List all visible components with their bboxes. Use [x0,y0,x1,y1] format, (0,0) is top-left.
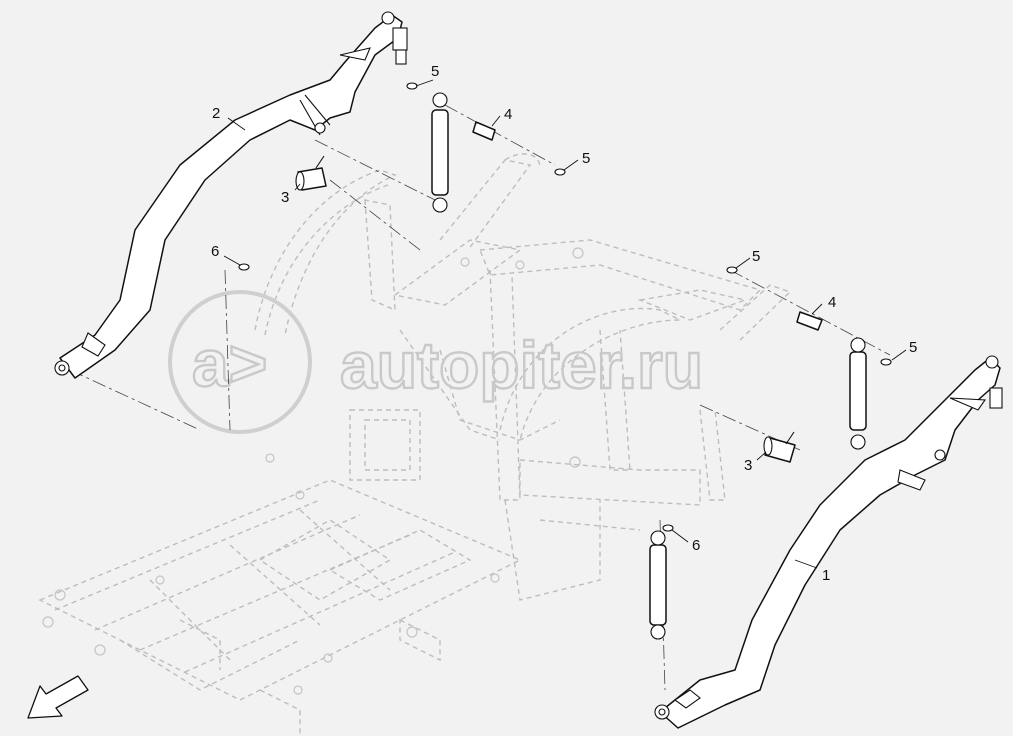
ring-part-6-a [238,263,250,271]
ring-part-5-a [406,82,418,90]
right-frame-arm-part-1 [654,355,1003,729]
machine-frame-phantom [38,153,792,735]
callout-6-b: 6 [692,537,700,554]
ring-part-5-b [554,168,566,176]
callout-leaders [223,79,907,569]
pin-part-4-upper [472,121,496,141]
direction-arrow-icon [27,675,89,719]
callout-1: 1 [822,567,830,584]
pin-part-4-lower [796,311,823,331]
callout-4-lower: 4 [828,294,836,311]
pin-part-3-upper [295,155,327,191]
callout-labels: 2 1 3 3 4 4 5 5 5 5 6 6 [211,63,917,584]
callout-6-a: 6 [211,243,219,260]
autopiter-logo-icon: a> [168,290,312,434]
callout-5-c: 5 [752,248,760,265]
hydraulic-cylinder-right [849,337,867,450]
watermark-logo-text: a> [192,326,267,400]
pin-part-3-lower [763,431,796,463]
callout-5-b: 5 [582,150,590,167]
callout-3-upper: 3 [281,189,289,206]
autopiter-watermark: a> autopiter.ru [168,290,704,434]
hydraulic-cylinder-left [431,92,449,213]
ring-part-6-b [662,524,674,532]
hydraulic-cylinder-lower [649,530,667,640]
callout-4-upper: 4 [504,106,512,123]
callout-5-d: 5 [909,339,917,356]
callout-3-lower: 3 [744,457,752,474]
callout-5-a: 5 [431,63,439,80]
left-frame-arm-part-2 [54,11,408,379]
ring-part-5-c [726,266,738,274]
ring-part-5-d [880,358,892,366]
callout-2: 2 [212,105,220,122]
watermark-site-text: autopiter.ru [340,328,703,402]
